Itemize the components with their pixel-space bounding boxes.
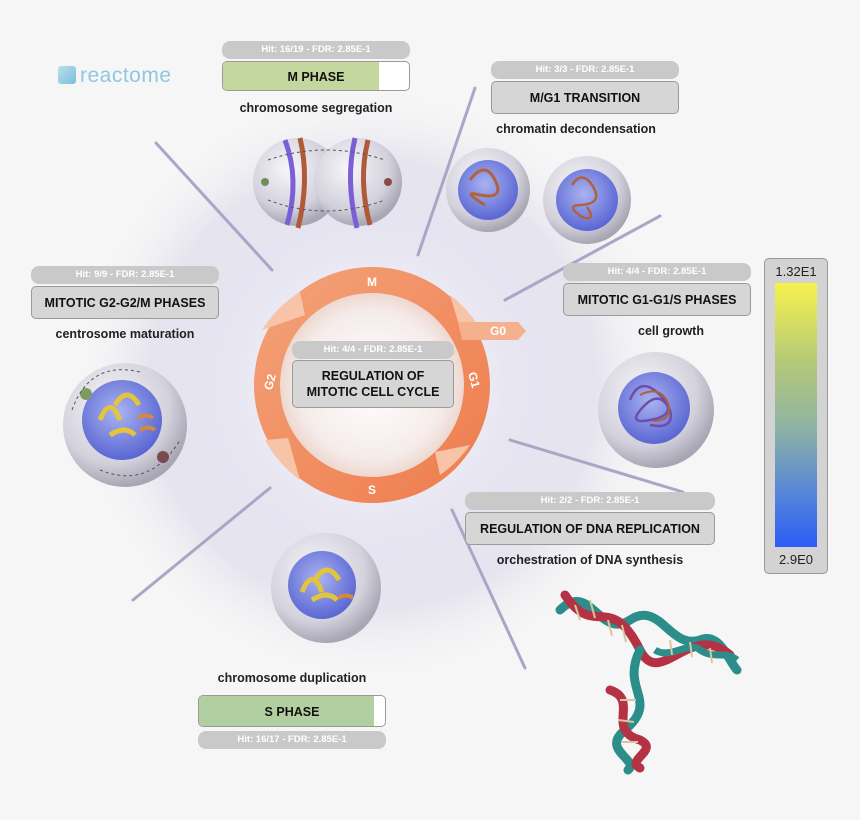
- dna-replication-hit-stats: Hit: 2/2 - FDR: 2.85E-1: [465, 492, 715, 510]
- legend-min-value: 2.9E0: [779, 552, 813, 567]
- center-pathway-label[interactable]: REGULATION OF MITOTIC CELL CYCLE: [292, 360, 454, 408]
- connector-m-g1: [416, 86, 477, 257]
- g2-description: centrosome maturation: [55, 327, 195, 341]
- legend-gradient-bar: [775, 283, 817, 547]
- s-cell-illustration: [271, 533, 381, 643]
- g0-arrow: [458, 322, 526, 340]
- dna-replication-node[interactable]: REGULATION OF DNA REPLICATION: [465, 512, 715, 545]
- cycle-label-m: M: [367, 275, 377, 289]
- g2-label: MITOTIC G2-G2/M PHASES: [44, 296, 206, 310]
- color-scale-legend: 1.32E1 2.9E0: [764, 258, 828, 574]
- s-phase-coverage-bar: [199, 696, 374, 726]
- s-phase-hit-stats: Hit: 16/17 - FDR: 2.85E-1: [198, 731, 386, 749]
- dna-replication-description: orchestration of DNA synthesis: [496, 553, 684, 567]
- g2-cell-illustration: [63, 363, 187, 487]
- m-g1-description: chromatin decondensation: [496, 122, 656, 136]
- m-g1-hit-stats: Hit: 3/3 - FDR: 2.85E-1: [491, 61, 679, 79]
- legend-max-value: 1.32E1: [775, 264, 817, 279]
- g1-hit-stats: Hit: 4/4 - FDR: 2.85E-1: [563, 263, 751, 281]
- cycle-label-s: S: [368, 483, 376, 497]
- reactome-logo-mark-icon: [58, 66, 76, 84]
- s-phase-label: S PHASE: [264, 705, 320, 719]
- m-phase-label: M PHASE: [287, 70, 345, 84]
- mitotic-g2-node[interactable]: MITOTIC G2-G2/M PHASES: [31, 286, 219, 319]
- m-g1-transition-node[interactable]: M/G1 TRANSITION: [491, 81, 679, 114]
- center-hit-stats: Hit: 4/4 - FDR: 2.85E-1: [292, 341, 454, 359]
- connector-s-phase: [450, 508, 527, 670]
- dna-helix-illustration: [555, 590, 742, 775]
- s-phase-description: chromosome duplication: [217, 671, 367, 685]
- g1-cell-illustration: [598, 352, 714, 468]
- m-g1-cells-illustration: [446, 148, 631, 244]
- s-phase-node[interactable]: S PHASE: [198, 695, 386, 727]
- cycle-label-g0: G0: [490, 324, 506, 338]
- m-phase-coverage-bar: [223, 62, 380, 90]
- m-phase-cell-illustration: [253, 137, 402, 229]
- g2-hit-stats: Hit: 9/9 - FDR: 2.85E-1: [31, 266, 219, 284]
- connector-m-phase: [154, 141, 274, 272]
- dna-replication-label: REGULATION OF DNA REPLICATION: [480, 522, 700, 536]
- reactome-logo: reactome: [58, 64, 172, 88]
- g1-label: MITOTIC G1-G1/S PHASES: [577, 293, 737, 307]
- m-g1-label: M/G1 TRANSITION: [529, 91, 641, 105]
- m-phase-node[interactable]: M PHASE: [222, 61, 410, 91]
- m-phase-description: chromosome segregation: [239, 101, 393, 115]
- m-phase-hit-stats: Hit: 16/19 - FDR: 2.85E-1: [222, 41, 410, 59]
- connector-g2: [131, 486, 272, 602]
- connector-g1: [503, 214, 662, 302]
- reactome-logo-text: reactome: [80, 64, 172, 87]
- mitotic-g1-node[interactable]: MITOTIC G1-G1/S PHASES: [563, 283, 751, 316]
- g1-description: cell growth: [638, 324, 704, 338]
- connector-dna: [508, 438, 685, 494]
- cycle-label-g1: G1: [465, 370, 483, 389]
- connector-lines: [131, 86, 685, 670]
- center-label-line1: REGULATION OF: [321, 369, 425, 383]
- cycle-label-g2: G2: [261, 372, 279, 391]
- center-label-line2: MITOTIC CELL CYCLE: [306, 385, 440, 399]
